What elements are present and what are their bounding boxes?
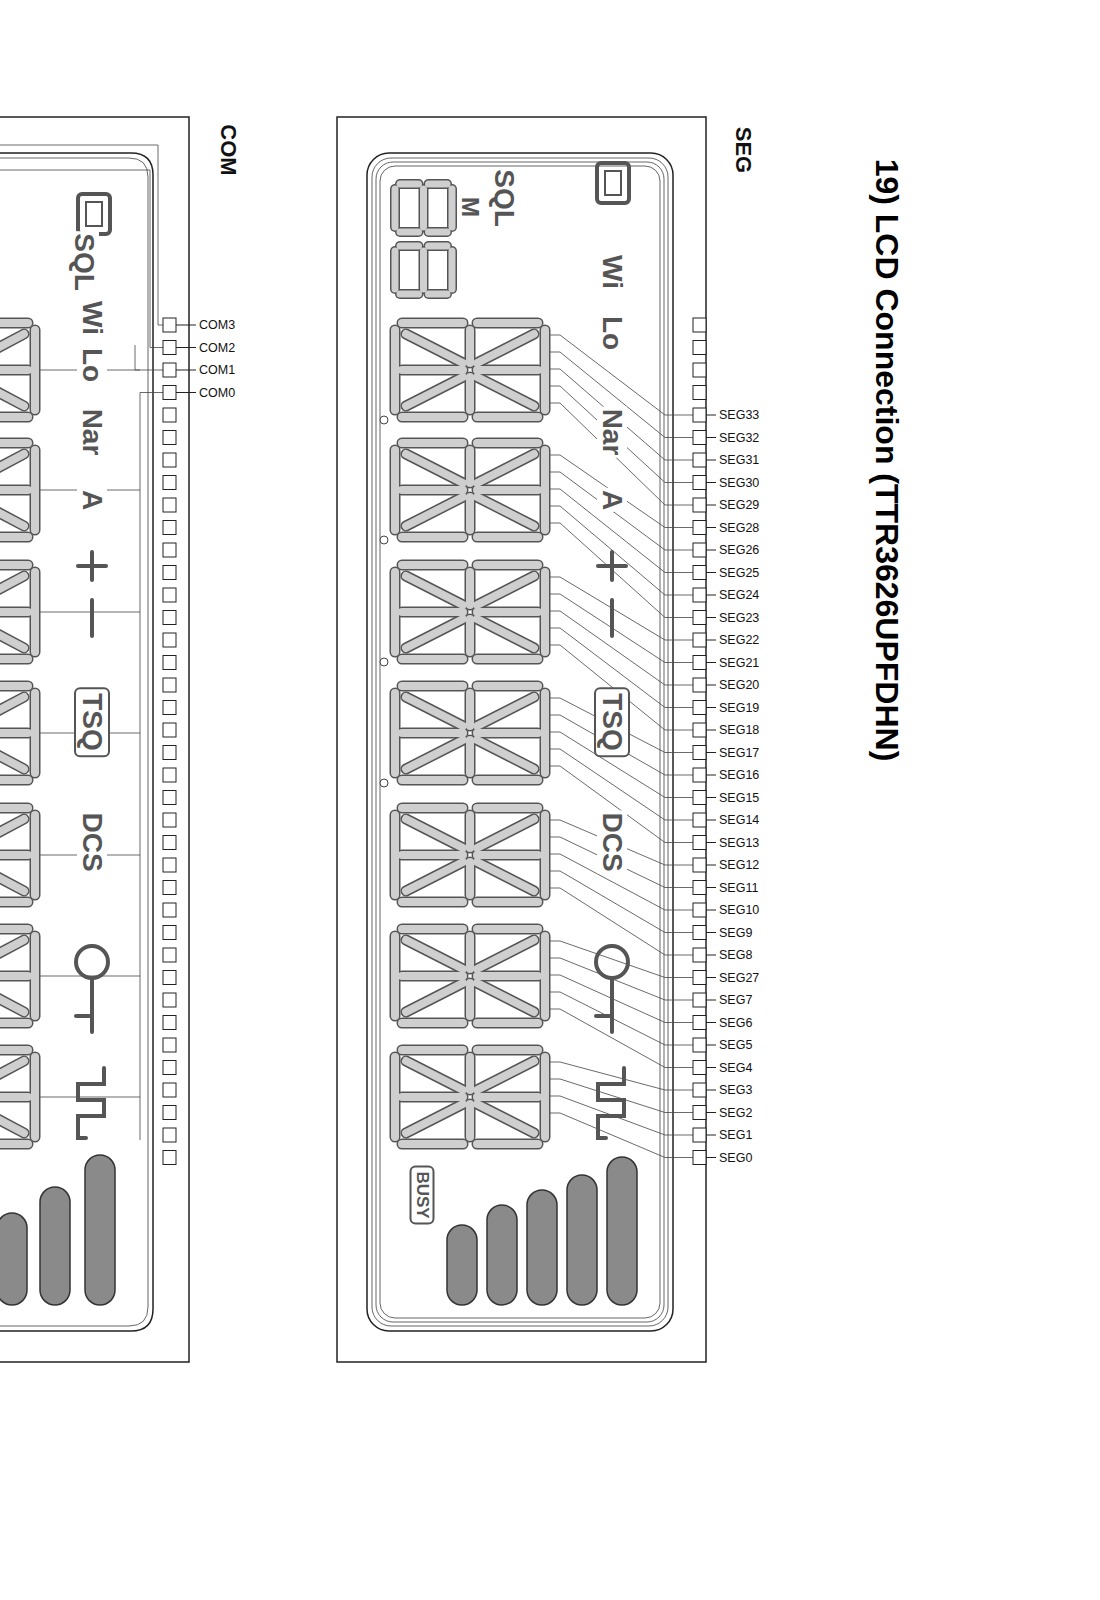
pin-label: SEG8 — [719, 949, 752, 962]
lcd-symbols — [596, 163, 629, 1138]
lcd-digit — [395, 1050, 545, 1144]
pin-label: SEG5 — [719, 1039, 752, 1052]
lcd-icon: TSQ — [74, 687, 110, 757]
pin-label: SEG0 — [719, 1151, 752, 1164]
pin-label: SEG33 — [719, 409, 759, 422]
lcd-icon: M — [457, 195, 483, 219]
pin-label: SEG30 — [719, 476, 759, 489]
lcd-digit — [395, 565, 545, 659]
connector-pins — [163, 318, 716, 1165]
lcd-digit — [0, 565, 35, 659]
lcd-digit — [0, 929, 35, 1023]
pin-label: SEG10 — [719, 904, 759, 917]
lcd-icon: TSQ — [594, 687, 630, 757]
pin-label: SEG27 — [719, 971, 759, 984]
lcd-symbols — [76, 194, 110, 1138]
decimal-point — [380, 658, 388, 666]
pin-label: SEG26 — [719, 544, 759, 557]
lcd-icon: SQL — [489, 167, 519, 229]
pin-label: SEG17 — [719, 746, 759, 759]
pin-label: SEG23 — [719, 611, 759, 624]
pin-label: SEG13 — [719, 836, 759, 849]
pin-label: SEG19 — [719, 701, 759, 714]
pin-label: SEG11 — [719, 881, 758, 894]
lcd-digit — [395, 184, 452, 232]
lcd-digit — [395, 443, 545, 537]
lcd-icon: Nar — [77, 407, 107, 458]
seg-panel-frame — [337, 117, 706, 1362]
lcd-icon: Wi — [597, 253, 627, 291]
lcd-digit — [0, 443, 35, 537]
lcd-digit — [395, 808, 545, 902]
pin-label: SEG29 — [719, 499, 759, 512]
panel-heading: SEG — [732, 127, 754, 173]
lcd-glass-outline — [367, 153, 673, 1331]
lcd-digit — [0, 323, 35, 417]
pin-label: COM2 — [199, 341, 235, 354]
lcd-icon: SQL — [69, 231, 99, 293]
pin-label: SEG6 — [719, 1016, 752, 1029]
lcd-digit — [0, 808, 35, 902]
signal-bars — [0, 1155, 637, 1305]
pin-label: SEG16 — [719, 769, 759, 782]
com-panel-frame — [0, 117, 189, 1362]
pin-label: SEG20 — [719, 679, 759, 692]
pin-label: SEG28 — [719, 521, 759, 534]
lcd-digit — [395, 686, 545, 780]
pin-label: SEG21 — [719, 656, 759, 669]
decimal-point — [380, 536, 388, 544]
pin-label: SEG32 — [719, 431, 759, 444]
trace — [376, 162, 664, 1322]
pin-label: SEG18 — [719, 724, 759, 737]
pin-label: COM3 — [199, 319, 235, 332]
pin-label: SEG12 — [719, 859, 759, 872]
lcd-icon: DCS — [77, 810, 107, 873]
wiring — [0, 145, 693, 1158]
pin-label: COM1 — [199, 364, 235, 377]
pin-label: SEG1 — [719, 1129, 752, 1142]
pin-label: SEG2 — [719, 1106, 752, 1119]
pin-label: SEG9 — [719, 926, 752, 939]
lcd-digit — [395, 323, 545, 417]
pin-label: SEG14 — [719, 814, 759, 827]
pin-label: SEG15 — [719, 791, 759, 804]
busy-indicator: BUSY — [410, 1165, 435, 1224]
pin-label: SEG25 — [719, 566, 759, 579]
trace — [380, 166, 660, 1318]
pin-label: COM0 — [199, 386, 235, 399]
lcd-digit — [395, 929, 545, 1023]
pin-label: SEG7 — [719, 994, 752, 1007]
lcd-icon: A — [597, 488, 627, 512]
pin-label: SEG31 — [719, 454, 759, 467]
lcd-digit — [395, 246, 452, 294]
lcd-icon: Lo — [597, 314, 627, 352]
lcd-icon: DCS — [597, 810, 627, 873]
decimal-point — [380, 779, 388, 787]
page-title: 19) LCD Connection (TTR3626UPFDHN) — [871, 159, 903, 762]
lcd-digit — [0, 686, 35, 780]
lcd-icon: Wi — [77, 299, 107, 337]
pin-label: SEG24 — [719, 589, 759, 602]
trace — [372, 158, 668, 1326]
lcd-digit — [0, 1050, 35, 1144]
panel-heading: COM — [217, 124, 239, 175]
pin-label: SEG4 — [719, 1061, 752, 1074]
lcd-icon: A — [77, 488, 107, 512]
lcd-icon: Nar — [597, 407, 627, 458]
decimal-point — [380, 416, 388, 424]
pin-label: SEG22 — [719, 634, 759, 647]
pin-label: SEG3 — [719, 1084, 752, 1097]
lcd-icon: Lo — [77, 346, 107, 384]
